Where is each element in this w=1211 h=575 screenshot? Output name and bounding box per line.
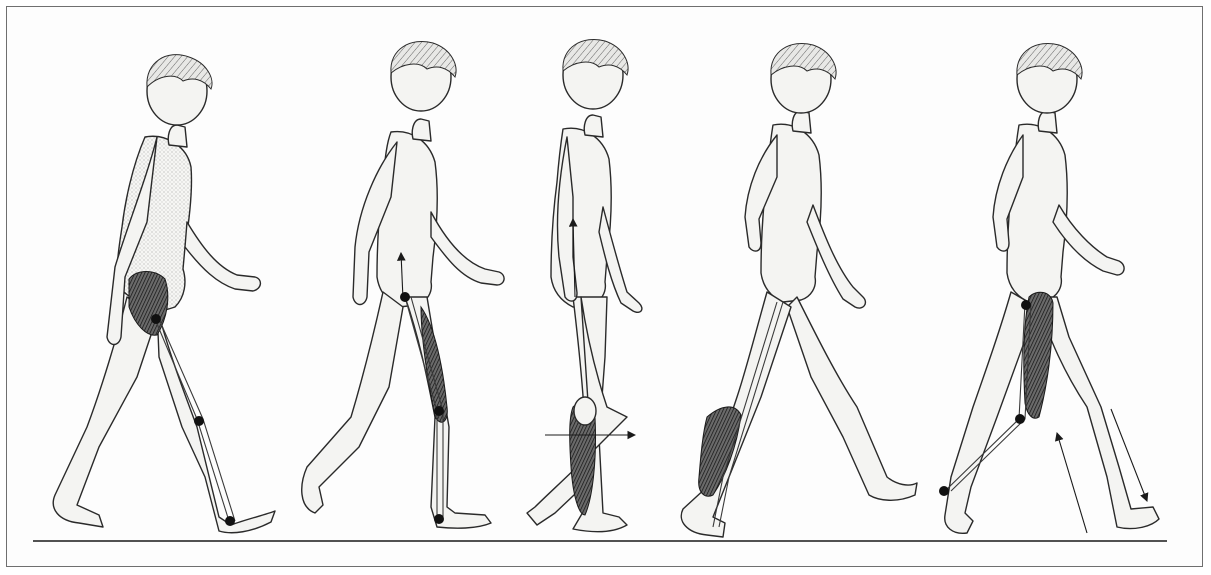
hip-joint-marker [1021, 300, 1031, 310]
gait-figure [6, 6, 1203, 567]
knee-joint-marker [434, 406, 444, 416]
walker-figure-2 [302, 41, 504, 528]
ankle-joint-marker [434, 514, 444, 524]
ankle-joint-marker [225, 516, 235, 526]
knee-joint-marker [194, 416, 204, 426]
walker-figure-4 [681, 43, 917, 537]
walker-figure-1 [53, 55, 275, 533]
hip-joint-marker [400, 292, 410, 302]
force-arrow-up [1057, 433, 1087, 533]
walker-figure-3 [527, 39, 642, 531]
walker-figure-5 [939, 43, 1159, 533]
knee-joint-marker [1015, 414, 1025, 424]
gait-illustration [7, 7, 1204, 568]
ankle-joint-marker [939, 486, 949, 496]
hip-joint-marker [151, 314, 161, 324]
